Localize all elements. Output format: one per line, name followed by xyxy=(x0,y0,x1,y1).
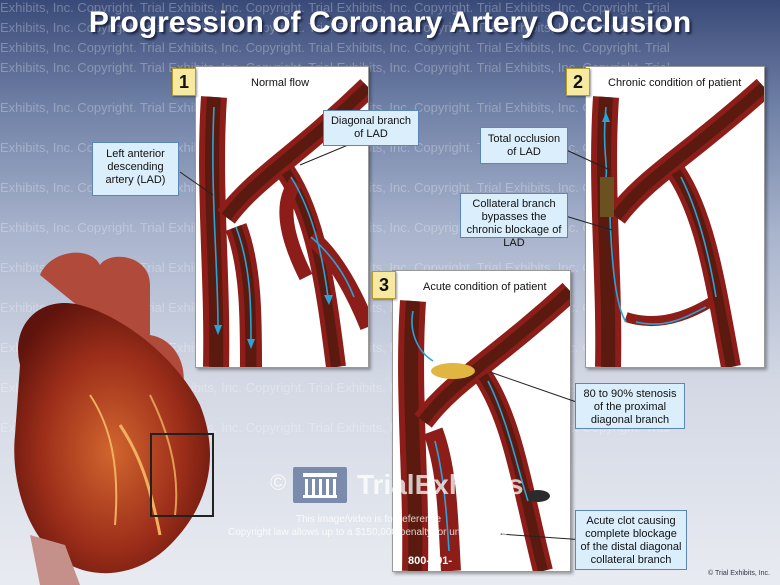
watermark-row: Exhibits, Inc. Copyright. Trial Exhibits… xyxy=(0,0,670,15)
artery-diagram-1 xyxy=(199,79,368,367)
notice-line-2: Copyright law allows up to a $150,000 pe… xyxy=(228,527,508,538)
callout-collateral: Collateral branch bypasses the chronic b… xyxy=(460,193,568,249)
watermark-row: Exhibits, Inc. Copyright. Trial Exhibits… xyxy=(0,40,670,55)
copyright-symbol: © xyxy=(270,470,287,495)
trialexhibits-logo-text: TrialExhibits xyxy=(357,469,524,500)
heart-illustration xyxy=(14,252,211,585)
panel-2-number: 2 xyxy=(566,68,590,96)
panel-1-number: 1 xyxy=(172,68,196,96)
artery-diagram-2 xyxy=(591,78,764,367)
watermark-row: Exhibits, Inc. Copyright. Trial Exhibits… xyxy=(0,20,670,35)
callout-diagonal: Diagonal branch of LAD xyxy=(323,110,419,146)
trialexhibits-logo-icon xyxy=(293,467,347,503)
callout-total-occlusion: Total occlusion of LAD xyxy=(480,127,568,164)
panel-3-caption: Acute condition of patient xyxy=(423,281,547,293)
panel-3-number: 3 xyxy=(372,271,396,299)
page-title: Progression of Coronary Artery Occlusion xyxy=(88,6,692,39)
panel-3: Acute condition of patient xyxy=(392,270,571,572)
artery-diagram-3 xyxy=(398,282,570,571)
panel-2: Chronic condition of patient xyxy=(585,66,765,368)
callout-lad: Left anterior descending artery (LAD) xyxy=(92,142,179,196)
panel-2-caption: Chronic condition of patient xyxy=(608,77,742,89)
focus-box xyxy=(150,433,214,517)
copyright-badge: © Trial Exhibits, Inc. xyxy=(708,570,770,577)
panel-1: Normal flow xyxy=(195,66,369,368)
phone-number: 800-591- xyxy=(408,555,453,567)
callout-acute-clot: Acute clot causing complete blockage of … xyxy=(575,510,687,570)
panel-1-caption: Normal flow xyxy=(251,77,310,89)
notice-line-1: This image/video is for reference xyxy=(296,514,442,525)
callout-stenosis: 80 to 90% stenosis of the proximal diago… xyxy=(575,383,685,429)
